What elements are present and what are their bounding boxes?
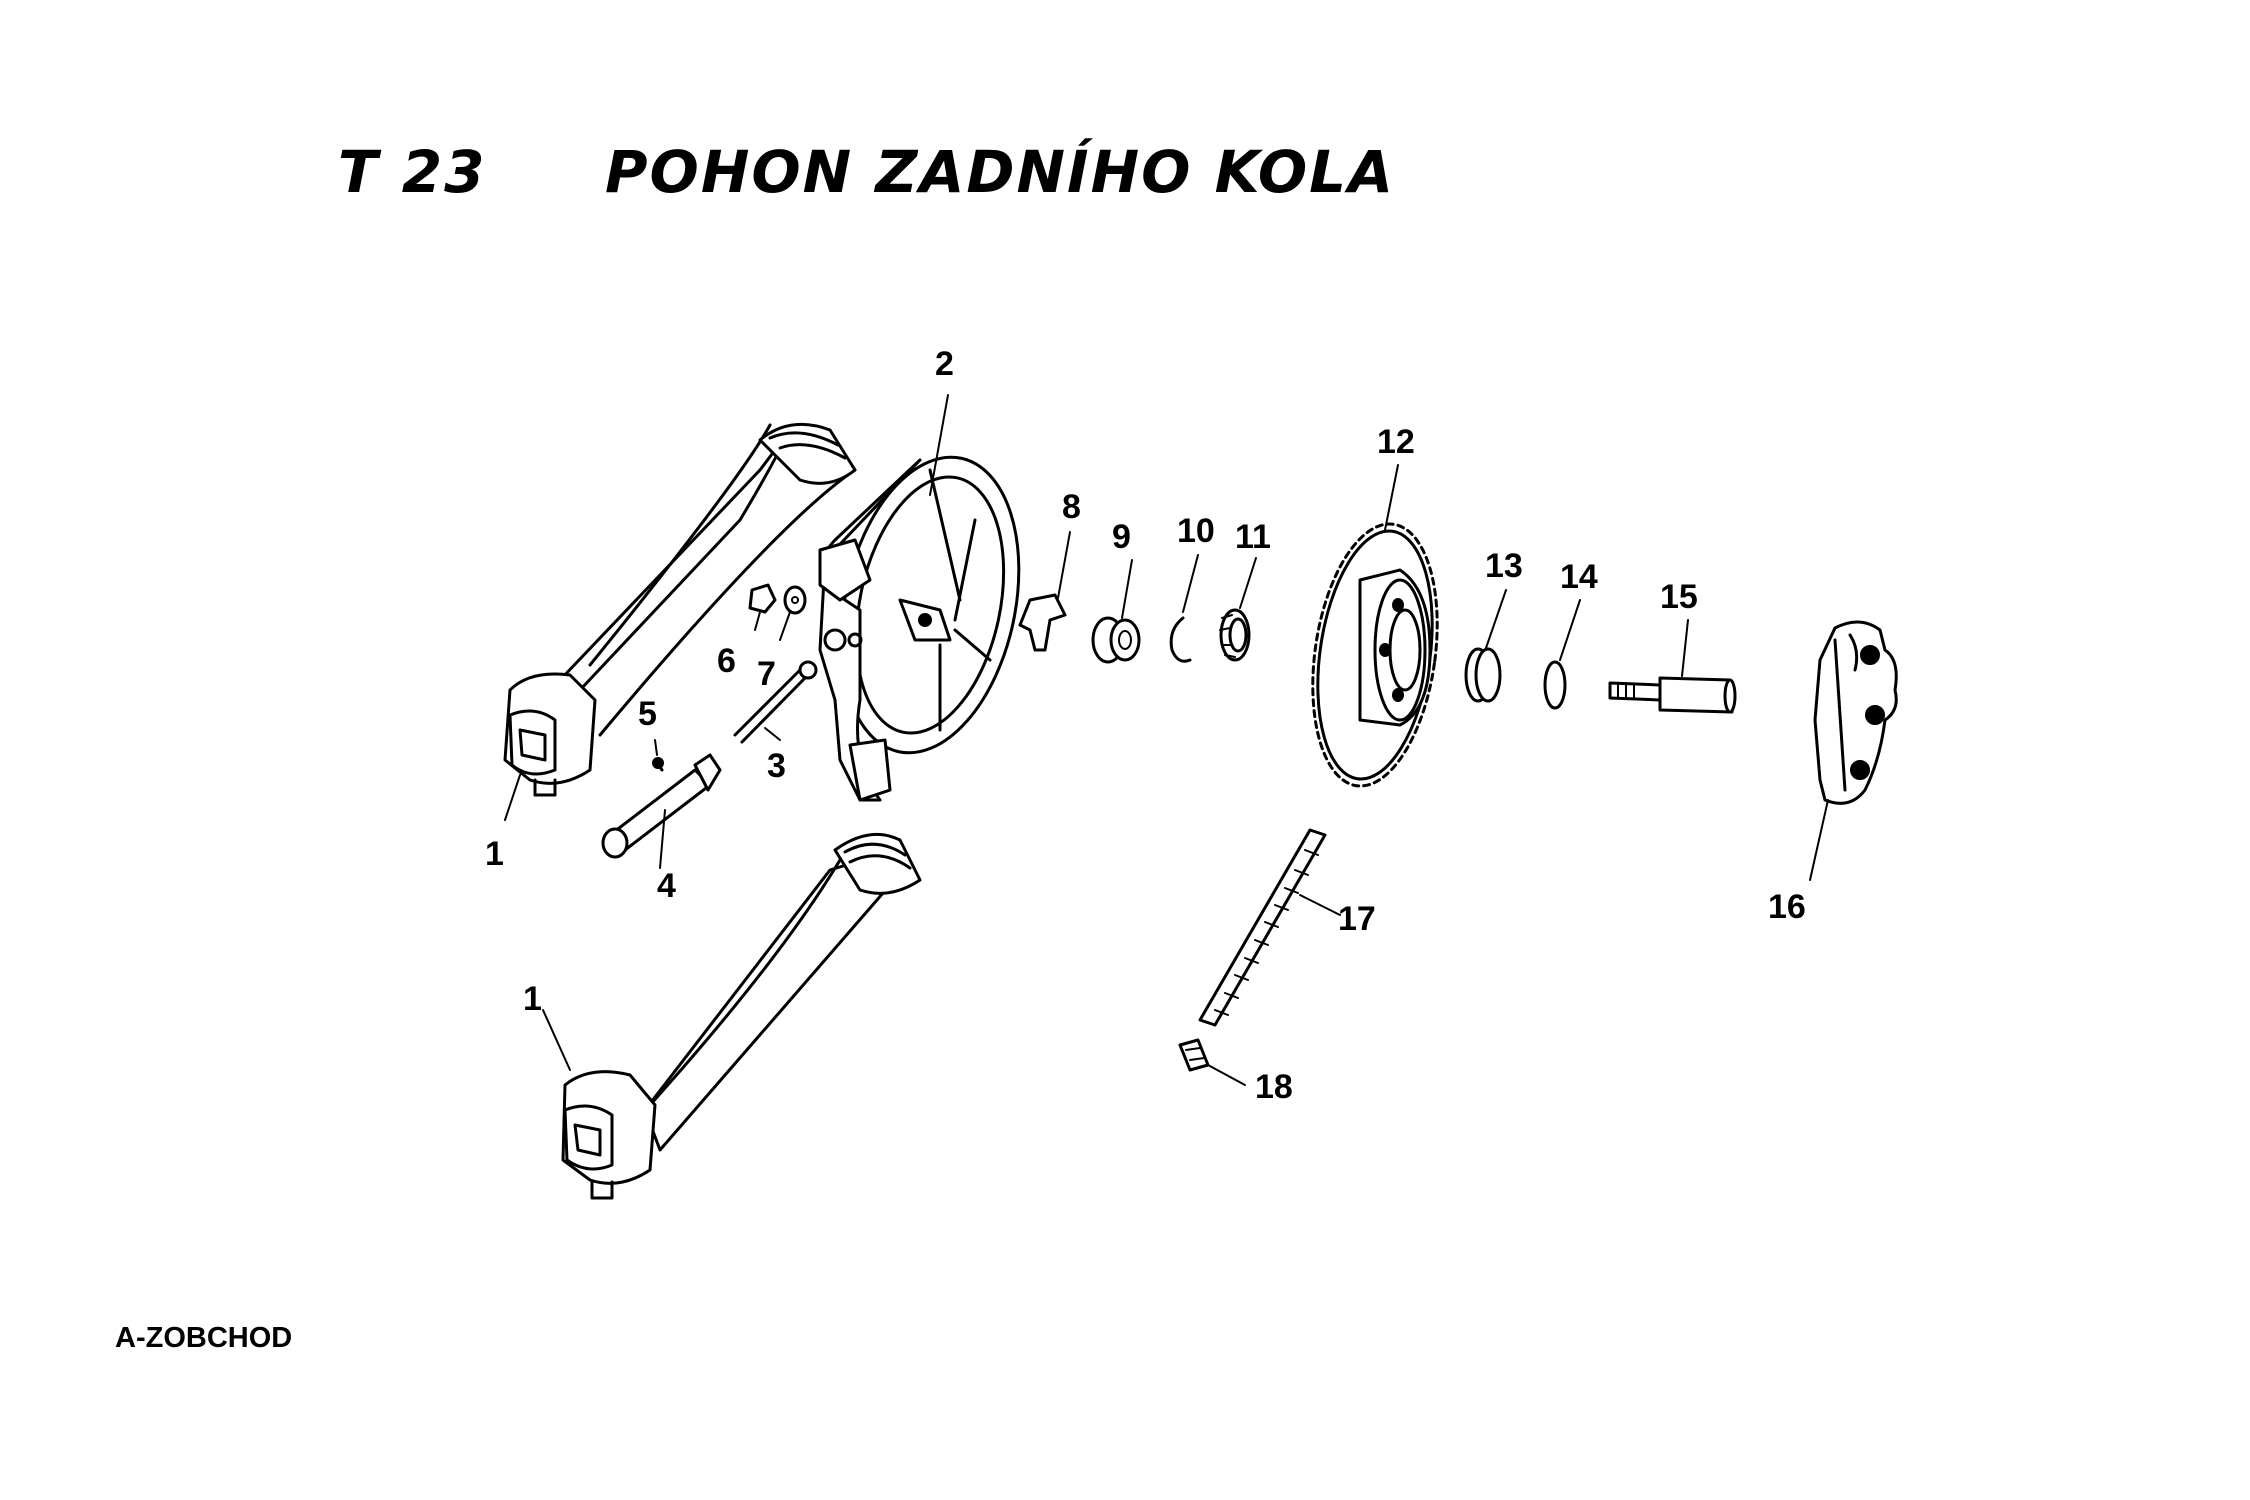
part-17-chain [1198,828,1327,1027]
part-9-bushing [1091,616,1141,664]
callout-1-lower: 1 [523,980,542,1018]
part-13-bearing [1464,647,1502,703]
callout-4: 4 [657,867,676,905]
diagram-code: T 23 [338,138,487,206]
callout-14: 14 [1560,558,1598,596]
diagram-title: POHON ZADNÍHO KOLA [605,138,1396,206]
part-8-bracket [1018,593,1067,652]
callout-numbers: 1 1 2 3 4 5 6 7 8 9 10 11 12 13 14 15 16… [485,345,1806,1106]
footer-label: A-ZOBCHOD [115,1322,293,1354]
part-16-cush-drive [1813,620,1898,805]
callout-1-upper: 1 [485,835,504,873]
callout-16: 16 [1768,888,1806,926]
callout-17: 17 [1338,900,1376,938]
part-10-circlip [1169,616,1192,663]
callout-11: 11 [1235,518,1271,556]
callout-12: 12 [1377,423,1415,461]
callout-8: 8 [1062,488,1081,526]
part-1-swing-arm-upper [503,422,857,797]
callout-9: 9 [1112,518,1131,556]
part-15-shaft [1608,676,1737,714]
callout-5: 5 [638,695,657,733]
callout-10: 10 [1177,512,1215,550]
callout-6: 6 [717,642,736,680]
callout-18: 18 [1255,1068,1293,1106]
part-11-bearing [1219,608,1251,662]
part-2-hub-carrier [818,455,1021,802]
part-1-swing-arm-lower [561,832,922,1200]
part-12-sprocket [1311,522,1439,788]
part-5-bolt [652,757,664,772]
part-7-washer [783,585,807,615]
part-6-nut [748,583,777,614]
callout-3: 3 [767,747,786,785]
part-14-ring [1543,660,1567,710]
part-4-spindle [601,753,722,859]
callout-7: 7 [757,655,776,693]
part-18-master-link [1178,1038,1210,1072]
callout-13: 13 [1485,547,1523,585]
callout-15: 15 [1660,578,1698,616]
leader-lines [504,394,1829,1086]
callout-2: 2 [935,345,954,383]
part-3-axle [733,660,818,744]
